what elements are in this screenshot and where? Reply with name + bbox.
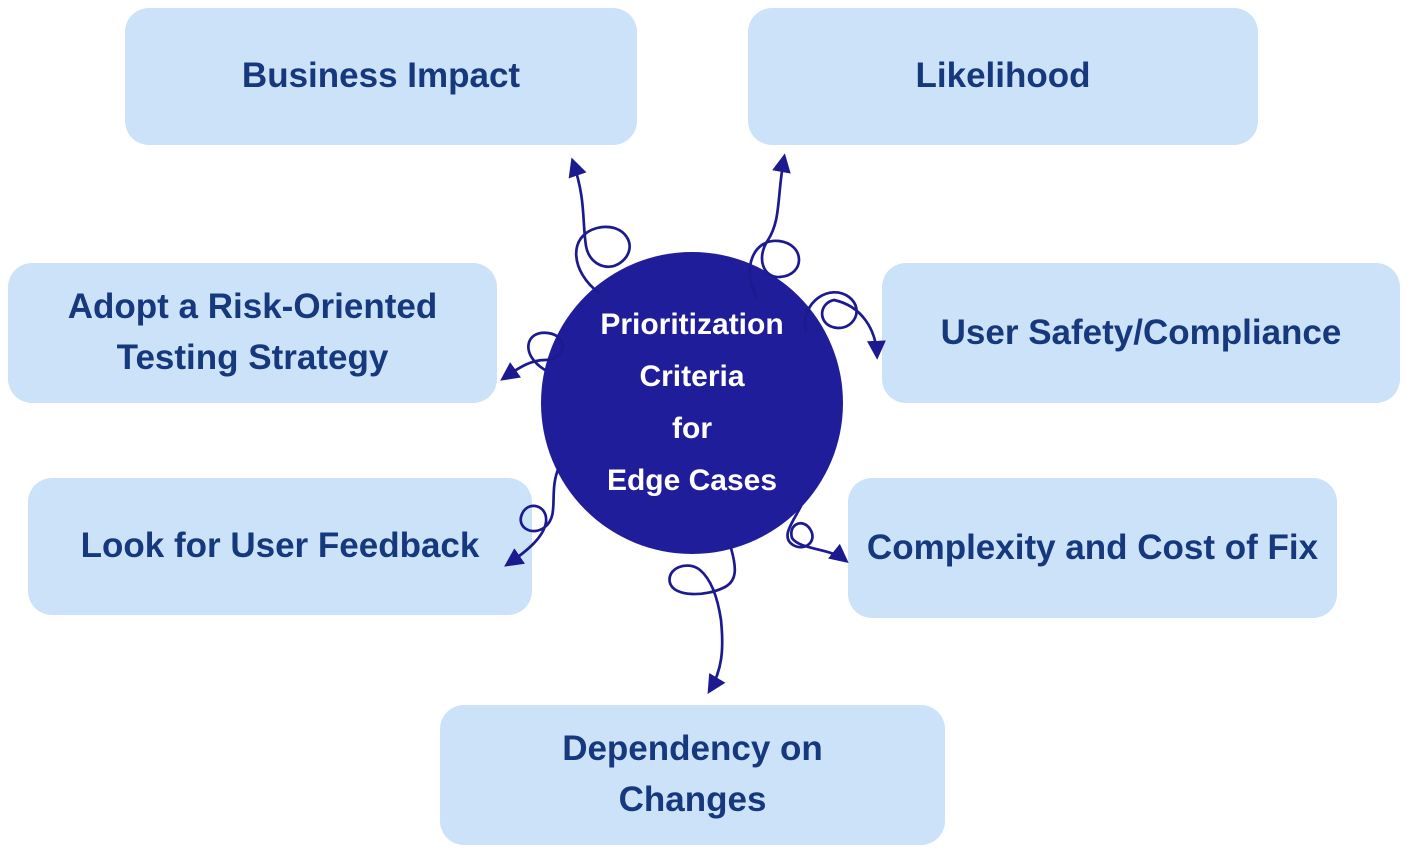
node-label: Dependency on Changes (562, 729, 823, 819)
node-dependency-on-changes: Dependency on Changes (440, 705, 945, 845)
center-line-3: for (672, 412, 712, 445)
center-circle: Prioritization Criteria for Edge Cases (541, 252, 843, 554)
center-line-4: Edge Cases (606, 464, 778, 497)
node-user-safety-compliance: User Safety/Compliance (882, 263, 1400, 403)
node-complexity-and-cost-of-fix: Complexity and Cost of Fix (848, 478, 1337, 618)
node-label: Business Impact (241, 56, 521, 96)
node-label: Adopt a Risk-Oriented Testing Strategy (67, 287, 438, 377)
node-label: Look for User Feedback (80, 526, 480, 566)
node-likelihood: Likelihood (748, 8, 1258, 145)
arrow-center-to-complexity (786, 504, 849, 563)
node-look-for-user-feedback: Look for User Feedback (28, 478, 532, 615)
node-risk-oriented-testing-strategy: Adopt a Risk-Oriented Testing Strategy (8, 263, 497, 403)
node-business-impact: Business Impact (125, 8, 637, 145)
node-label: User Safety/Compliance (940, 312, 1342, 352)
center-line-2: Criteria (639, 360, 745, 393)
arrow-center-to-dependency (668, 546, 737, 695)
node-label: Complexity and Cost of Fix (866, 527, 1319, 567)
center-line-1: Prioritization (600, 308, 784, 341)
node-label: Likelihood (915, 56, 1091, 96)
